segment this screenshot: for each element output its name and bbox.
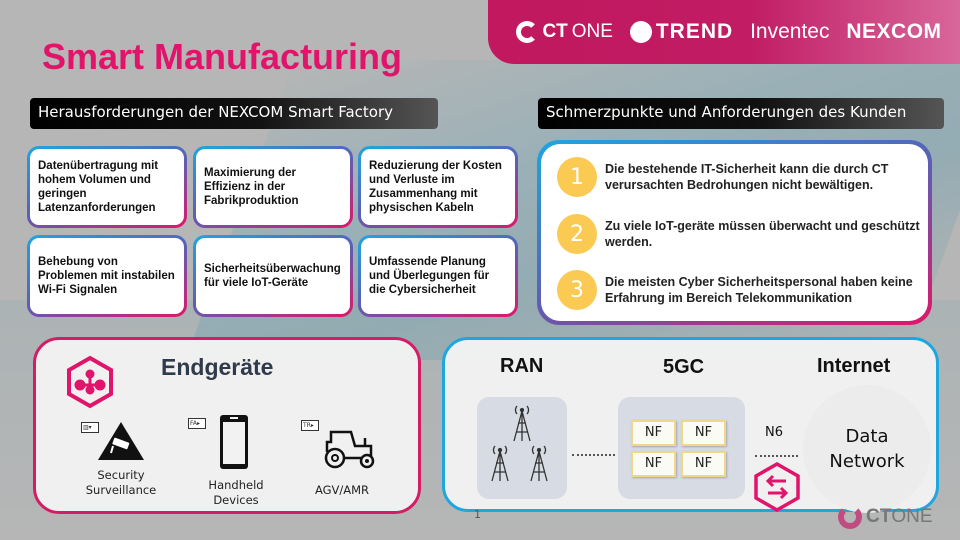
page-title: Smart Manufacturing (42, 36, 403, 77)
cell-tower-icon (491, 405, 548, 482)
sim-card-icon: ▥▾ (81, 422, 99, 433)
challenge-card: Datenübertragung mit hohem Volumen und g… (27, 146, 187, 228)
iot-hub-icon (67, 355, 113, 409)
devices-title: Endgeräte (161, 354, 274, 380)
ran-box (477, 397, 567, 499)
camera-warning-icon (98, 422, 144, 460)
ran-core-link (572, 454, 615, 456)
number-badge: 3 (557, 270, 597, 310)
challenges-section-header: Herausforderungen der NEXCOM Smart Facto… (30, 98, 438, 129)
end-devices-panel: Endgeräte ▥▾ Security Surveillance FA▸ H… (33, 337, 421, 514)
internet-label: Internet (817, 355, 891, 377)
device-label-agv: AGV/AMR (314, 483, 370, 497)
smartphone-icon (220, 415, 248, 469)
nf-block: NF (681, 451, 726, 477)
trend-logo: TREND (629, 20, 733, 44)
ctone-mark-icon (516, 21, 539, 43)
pain-points-section-header: Schmerzpunkte und Anforderungen des Kund… (538, 98, 944, 129)
device-label-security: Security Surveillance (85, 468, 157, 497)
trend-mark-icon (629, 21, 652, 43)
challenge-card: Umfassende Planung und Überlegungen für … (358, 235, 518, 317)
number-badge: 1 (557, 157, 597, 197)
number-badge: 2 (557, 214, 597, 254)
n6-label: N6 (765, 425, 783, 440)
nf-block: NF (681, 420, 726, 446)
ran-label: RAN (500, 355, 544, 377)
pain-point-item: 2 Zu viele IoT-geräte müssen überwacht u… (557, 214, 935, 254)
device-label-handheld: Handheld Devices (208, 478, 264, 507)
challenge-card: Maximierung der Effizienz in der Fabrikp… (193, 146, 353, 228)
sim-card-icon: FA▸ (188, 418, 206, 429)
core-box: NF NF NF NF (618, 397, 745, 499)
exchange-arrows-icon (754, 461, 800, 513)
pain-point-item: 3 Die meisten Cyber Sicherheitspersonal … (557, 270, 935, 310)
challenge-card: Sicherheitsüberwachung für viele IoT-Ger… (193, 235, 353, 317)
nexcom-logo: NEXCOM (846, 20, 942, 43)
challenge-card: Behebung von Problemen mit instabilen Wi… (27, 235, 187, 317)
nf-block: NF (631, 420, 676, 446)
sim-card-icon: TR▸ (301, 420, 319, 431)
nf-block: NF (631, 451, 676, 477)
pain-point-item: 1 Die bestehende IT-Sicherheit kann die … (557, 157, 935, 197)
tractor-icon (324, 430, 375, 469)
pain-points-panel: 1 Die bestehende IT-Sicherheit kann die … (537, 140, 932, 325)
data-network-node: Data Network (803, 385, 931, 513)
page-number: 1 (474, 508, 481, 521)
ctone-mark-icon (838, 505, 862, 529)
challenge-card: Reduzierung der Kosten und Verluste im Z… (358, 146, 518, 228)
core-label: 5GC (663, 356, 705, 378)
network-panel: RAN 5GC Internet (442, 337, 939, 513)
n6-link (755, 455, 798, 457)
inventec-logo: Inventec (750, 20, 830, 43)
